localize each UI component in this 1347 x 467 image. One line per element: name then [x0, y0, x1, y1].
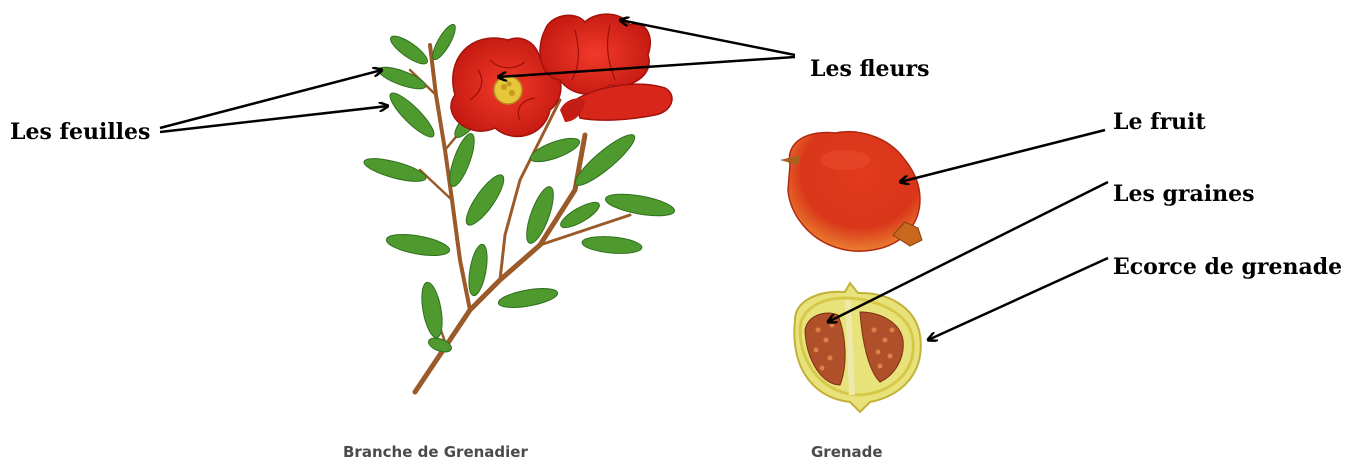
label-seeds: Les graines	[1113, 183, 1254, 205]
label-leaves: Les feuilles	[10, 121, 150, 143]
branch-flowers	[451, 14, 672, 136]
caption-branch: Branche de Grenadier	[343, 445, 528, 460]
label-fruit: Le fruit	[1113, 111, 1206, 133]
label-flowers: Les fleurs	[810, 58, 929, 80]
pomegranate-branch	[362, 14, 676, 392]
arrow-fruit	[900, 130, 1105, 182]
caption-pomegranate: Grenade	[811, 445, 883, 460]
whole-fruit	[780, 132, 922, 251]
arrow-peel	[928, 258, 1108, 340]
label-peel: Ecorce de grenade	[1113, 256, 1342, 278]
cut-fruit	[794, 283, 920, 412]
annotation-arrows	[160, 20, 1108, 340]
